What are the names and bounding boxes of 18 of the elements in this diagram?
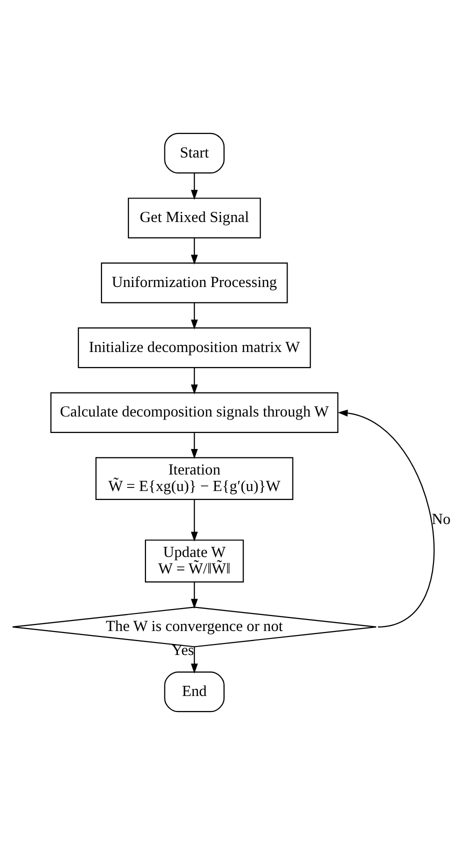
arrow	[190, 302, 198, 330]
arrow	[338, 410, 435, 628]
node-box: Update W W = W̃/‖W̃‖	[144, 540, 244, 582]
node-box: Calculate decomposition signals through W	[50, 392, 338, 433]
arrow	[190, 432, 198, 459]
arrow	[190, 646, 198, 674]
node-box: Iteration W̃ = E{xg(u)} − E{g′(u)}W	[95, 457, 294, 500]
node-box: Uniformization Processing	[100, 262, 288, 304]
arrow	[190, 238, 198, 265]
arrow	[190, 582, 198, 609]
node-box: Get Mixed Signal	[128, 198, 261, 238]
arrow	[190, 500, 198, 542]
edge-label: No	[432, 510, 451, 528]
arrow	[190, 173, 198, 200]
arrow	[190, 368, 198, 394]
node-box: End	[164, 671, 225, 712]
node-box: Initialize decomposition matrix W	[78, 327, 311, 368]
node-box: Start	[164, 132, 225, 174]
